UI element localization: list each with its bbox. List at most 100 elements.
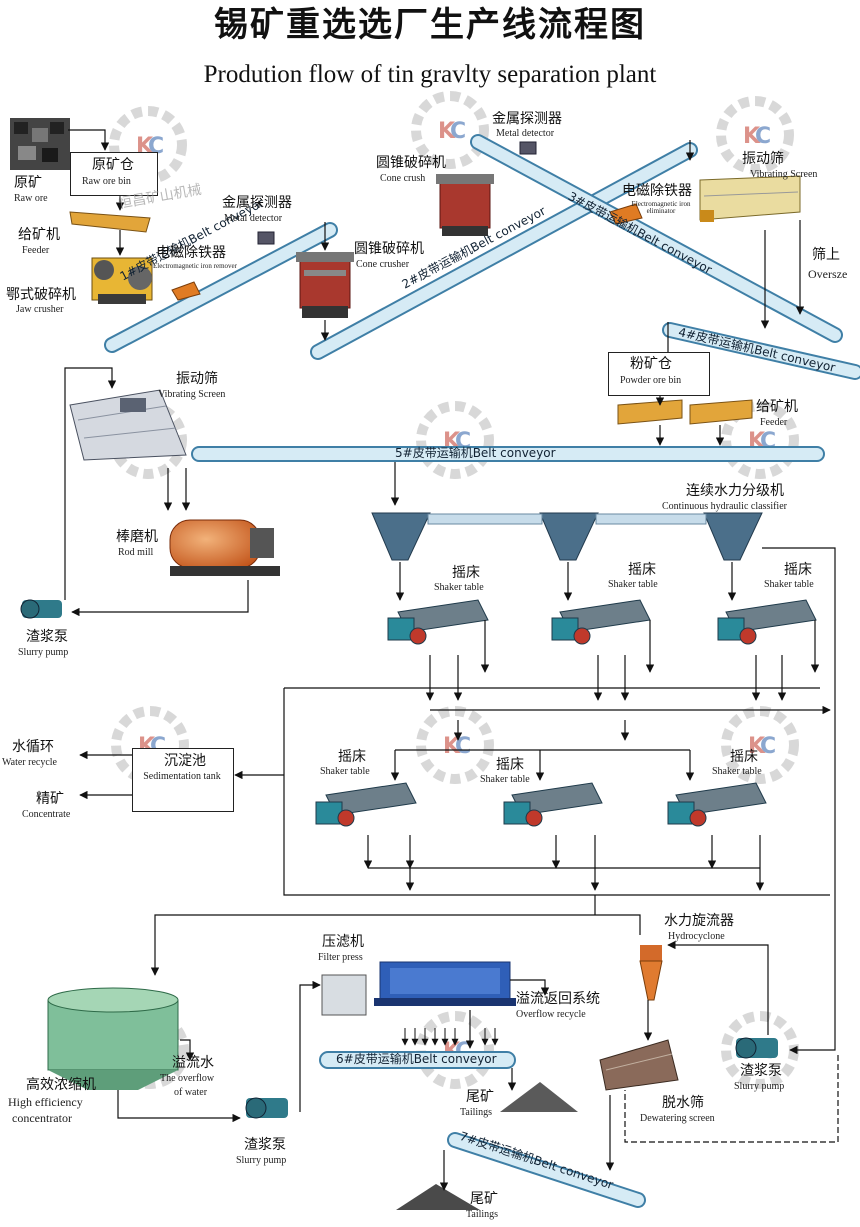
belt-5-label: 5#皮带运输机Belt conveyor [395, 446, 556, 460]
title-en: Prodution flow of tin gravlty separation… [203, 61, 657, 88]
overflow-recycle-zh: 溢流返回系统 [516, 991, 600, 1007]
concentrator-en-2: concentrator [12, 1111, 72, 1125]
raw-ore-zh: 原矿 [14, 175, 42, 191]
overflow-water-en-2: of water [174, 1087, 208, 1098]
classifier-en: Continuous hydraulic classifier [662, 501, 787, 512]
remover-2-zh: 电磁除铁器 [622, 183, 692, 199]
shaker-5-zh: 摇床 [496, 757, 524, 773]
vibrating-screen-2-en: Vibrating Screen [158, 389, 226, 400]
feeder-1-zh: 给矿机 [18, 227, 60, 243]
shaker-2-en: Shaker table [608, 579, 658, 590]
hydrocyclone-zh: 水力旋流器 [664, 913, 734, 929]
tailings-2-zh: 尾矿 [470, 1191, 498, 1207]
shaker-4-zh: 摇床 [338, 749, 366, 765]
overflow-recycle-en: Overflow recycle [516, 1009, 586, 1020]
cone-crusher-2-zh: 圆锥破碎机 [376, 155, 446, 171]
oversize-en: Oversze [808, 267, 848, 281]
feeder-1-en: Feeder [22, 245, 50, 256]
raw-ore-bin-en: Raw ore bin [82, 176, 131, 187]
metal-detector-2-shape [519, 141, 537, 155]
raw-ore-bin-zh: 原矿仓 [92, 157, 134, 173]
feeder-1-shape [69, 211, 151, 233]
cone-crusher-1-en: Cone crusher [356, 259, 410, 270]
raw-ore-en: Raw ore [14, 193, 48, 204]
slurry-pump-2-zh: 渣浆泵 [244, 1137, 286, 1153]
vibrating-screen-1-zh: 振动筛 [742, 151, 784, 167]
title-zh: 锡矿重选选厂生产线流程图 [214, 5, 646, 45]
slurry-pump-1-en: Slurry pump [18, 647, 69, 658]
cone-crusher-1-zh: 圆锥破碎机 [354, 241, 424, 257]
slurry-pump-1-shape [20, 599, 62, 619]
slurry-pump-1-zh: 渣浆泵 [26, 629, 68, 645]
remover-2-shape [609, 203, 643, 225]
rod-mill-shape [169, 519, 280, 576]
metal-detector-1-shape [257, 231, 275, 245]
concentrator-shape [47, 987, 179, 1090]
slurry-pump-3-en: Slurry pump [734, 1081, 785, 1092]
powder-ore-bin-zh: 粉矿仓 [630, 356, 672, 372]
concentrator-zh: 高效浓缩机 [26, 1077, 96, 1093]
remover-2-en: Electromagnetic iron eliminator [631, 200, 691, 216]
slurry-pump-3-zh: 渣浆泵 [740, 1063, 782, 1079]
slurry-pump-3-shape [735, 1037, 778, 1059]
vibrating-screen-1-shape [699, 175, 801, 222]
cone-crusher-2-shape [436, 174, 494, 236]
oversize-zh: 筛上 [812, 247, 840, 263]
water-recycle-zh: 水循环 [12, 739, 54, 755]
overflow-water-zh: 溢流水 [172, 1055, 214, 1071]
metal-detector-2-en: Metal detector [496, 128, 555, 139]
slurry-pump-2-shape [245, 1097, 288, 1119]
shaker-6-en: Shaker table [712, 766, 762, 777]
shaker-3-en: Shaker table [764, 579, 814, 590]
svg-text:C: C [760, 734, 776, 759]
overflow-water-en-1: The overflow [160, 1073, 215, 1084]
svg-text:K: K [438, 119, 456, 144]
dewatering-screen-zh: 脱水筛 [662, 1095, 704, 1111]
powder-ore-bin-en: Powder ore bin [620, 375, 682, 386]
tailings-piles [396, 1082, 578, 1210]
remover-1-en: Electromagnetic iron remover [153, 262, 237, 270]
belt-conveyors [104, 134, 860, 1208]
hydrocyclone-shape [639, 945, 663, 1001]
svg-text:K: K [748, 734, 766, 759]
water-recycle-en: Water recycle [2, 757, 57, 768]
svg-text:C: C [450, 119, 466, 144]
slurry-pump-2-en: Slurry pump [236, 1155, 287, 1166]
metal-detector-2-zh: 金属探测器 [492, 111, 562, 127]
sedimentation-tank-zh: 沉淀池 [164, 753, 206, 769]
rod-mill-en: Rod mill [118, 547, 154, 558]
tailings-1-en: Tailings [460, 1107, 493, 1118]
remover-1-shape [171, 281, 201, 301]
vibrating-screen-1-en: Vibrating Screen [750, 169, 818, 180]
cone-crusher-2-en: Cone crush [380, 173, 426, 184]
equipment [10, 118, 817, 1210]
dewatering-screen-shape [599, 1039, 679, 1091]
svg-text:C: C [755, 124, 771, 149]
remover-1-zh: 电磁除铁器 [156, 245, 226, 261]
feeder-2-shape [617, 399, 753, 425]
hydrocyclone-en: Hydrocyclone [668, 931, 725, 942]
flow-lines [64, 129, 836, 1191]
classifier-zh: 连续水力分级机 [686, 483, 784, 499]
feeder-2-zh: 给矿机 [756, 399, 798, 415]
sedimentation-tank-en: Sedimentation tank [143, 771, 221, 782]
shaker-5-en: Shaker table [480, 774, 530, 785]
filter-press-shape [321, 961, 516, 1016]
dewatering-screen-en: Dewatering screen [640, 1113, 715, 1124]
rod-mill-zh: 棒磨机 [116, 529, 158, 545]
svg-text:K: K [743, 124, 761, 149]
shaker-tables [315, 599, 817, 827]
cone-crusher-1-shape [296, 252, 354, 318]
filter-drop-arrows [401, 1028, 499, 1046]
filter-press-zh: 压滤机 [322, 934, 364, 950]
concentrate-zh: 精矿 [36, 791, 64, 807]
jaw-crusher-shape [91, 257, 153, 304]
tailings-1-zh: 尾矿 [466, 1089, 494, 1105]
tailings-2-en: Tailings [466, 1209, 499, 1220]
jaw-crusher-zh: 鄂式破碎机 [6, 287, 76, 303]
shaker-3-zh: 摇床 [784, 562, 812, 578]
shaker-6-zh: 摇床 [730, 749, 758, 765]
metal-detector-1-zh: 金属探测器 [222, 195, 292, 211]
dashed-return [624, 1055, 839, 1143]
